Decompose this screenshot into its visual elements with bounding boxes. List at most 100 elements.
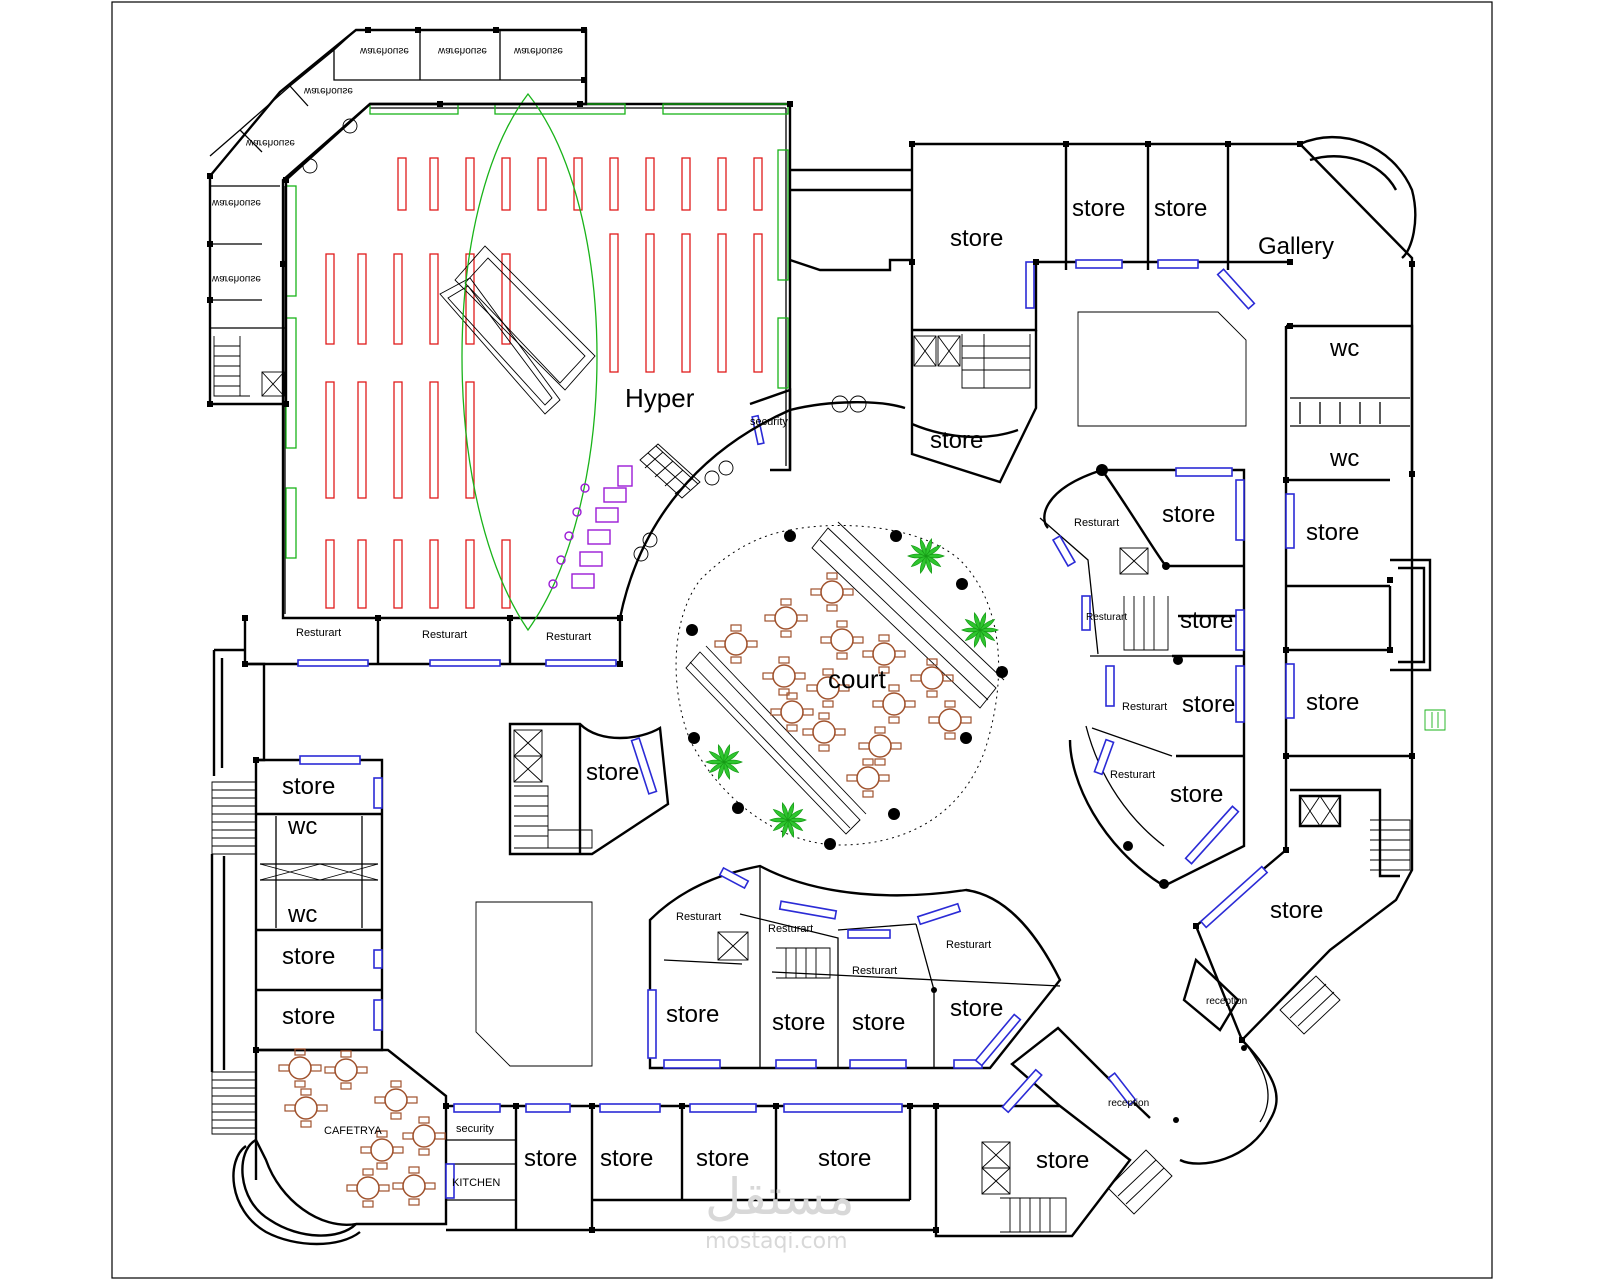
shelf (357, 381, 367, 499)
shelf (357, 253, 367, 345)
structural-column (207, 401, 213, 407)
restaurant-label-r1: Resturart (1074, 517, 1119, 529)
structural-column (909, 141, 915, 147)
court-column (956, 578, 968, 590)
shelf (609, 233, 619, 373)
svg-text:مستقل: مستقل (705, 1168, 855, 1226)
warehouse-label-3: warehouse (513, 45, 563, 56)
shelf (325, 381, 335, 499)
round-table (846, 758, 890, 798)
court-tables (714, 572, 972, 798)
shelf (501, 157, 511, 211)
svg-text:mostaqi.com: mostaqi.com (705, 1229, 848, 1254)
court-columns (686, 530, 1008, 850)
structural-column (280, 261, 286, 267)
structural-column (617, 661, 623, 667)
structural-column (507, 615, 513, 621)
store-label-bt2: store (600, 1145, 653, 1172)
structural-column (283, 177, 289, 183)
structural-column (1409, 753, 1415, 759)
structural-column (1145, 141, 1151, 147)
structural-column (907, 1103, 913, 1109)
store-label-r1: store (950, 225, 1003, 252)
structural-column (443, 1103, 449, 1109)
structural-column (1225, 141, 1231, 147)
shelf (573, 157, 583, 211)
trolley-bay (639, 443, 701, 499)
shelf (645, 157, 655, 211)
structural-column (1387, 577, 1393, 583)
warehouse-label-5: warehouse (245, 137, 295, 148)
court-escalator-1 (811, 521, 1005, 709)
round-table (762, 656, 806, 696)
restaurant-label-b1: Resturart (676, 911, 721, 923)
structural-column (1283, 753, 1289, 759)
right-column: wc wc store store (1284, 324, 1446, 758)
store-label-b2: store (772, 1009, 825, 1036)
warehouse-label-2: warehouse (437, 45, 487, 56)
shelf (501, 253, 511, 345)
structural-column (589, 1103, 595, 1109)
restaurant-label-top-1: Resturart (296, 627, 341, 639)
structural-column (617, 615, 623, 621)
palm-plant (961, 612, 999, 648)
round-table (820, 620, 864, 660)
structural-columns (207, 27, 1415, 1233)
store-label-l1: store (282, 773, 335, 800)
round-table (360, 1130, 404, 1170)
structural-column (493, 27, 499, 33)
structural-column (679, 1103, 685, 1109)
checkout-counters (548, 465, 633, 589)
structural-column (1409, 261, 1415, 267)
structural-column (1297, 141, 1303, 147)
watermark: مستقل mostaqi.com (705, 1168, 855, 1254)
court-column (732, 802, 744, 814)
shelf (537, 157, 547, 211)
shelf (357, 539, 367, 609)
restaurant-label-r3: Resturart (1122, 701, 1167, 713)
structural-column (1387, 647, 1393, 653)
structural-column (283, 401, 289, 407)
store-label-r9: store (1182, 691, 1235, 718)
bottom-row: security KITCHEN store store store store (445, 1103, 936, 1232)
shelf (609, 157, 619, 211)
shelf (681, 233, 691, 373)
shelf (681, 157, 691, 211)
store-label-r2: store (1072, 195, 1125, 222)
structural-column (581, 77, 587, 83)
shelf (429, 253, 439, 345)
court-column (888, 808, 900, 820)
store-label-r5: store (1306, 519, 1359, 546)
store-label-r4: store (930, 427, 983, 454)
structural-column (437, 101, 443, 107)
shelf (393, 253, 403, 345)
structural-column (207, 173, 213, 179)
hyper-shelves (325, 157, 763, 609)
structural-column (787, 101, 793, 107)
hyper-market: security Hyper (281, 92, 792, 632)
store-label-r8: store (1180, 607, 1233, 634)
structural-column (1287, 323, 1293, 329)
store-label-b4: store (950, 995, 1003, 1022)
structural-column (589, 1227, 595, 1233)
structural-column (242, 661, 248, 667)
structural-column (933, 1103, 939, 1109)
reception-label-2: reception (1108, 1098, 1149, 1109)
shelf (393, 539, 403, 609)
cafeteria-tables (278, 1048, 446, 1208)
structural-column (415, 27, 421, 33)
court-column (784, 530, 796, 542)
shelf (429, 539, 439, 609)
round-table (392, 1166, 436, 1206)
structural-column (933, 1227, 939, 1233)
shelf (325, 253, 335, 345)
right-lower-block: store reception (1179, 756, 1414, 1165)
shelf (397, 157, 407, 211)
round-table (764, 598, 808, 638)
shelf (429, 381, 439, 499)
structural-column (577, 101, 583, 107)
warehouse-label-4: warehouse (303, 85, 353, 96)
central-left-block: store (475, 722, 670, 1067)
central-court: court (302, 118, 1008, 850)
structural-column (773, 1103, 779, 1109)
